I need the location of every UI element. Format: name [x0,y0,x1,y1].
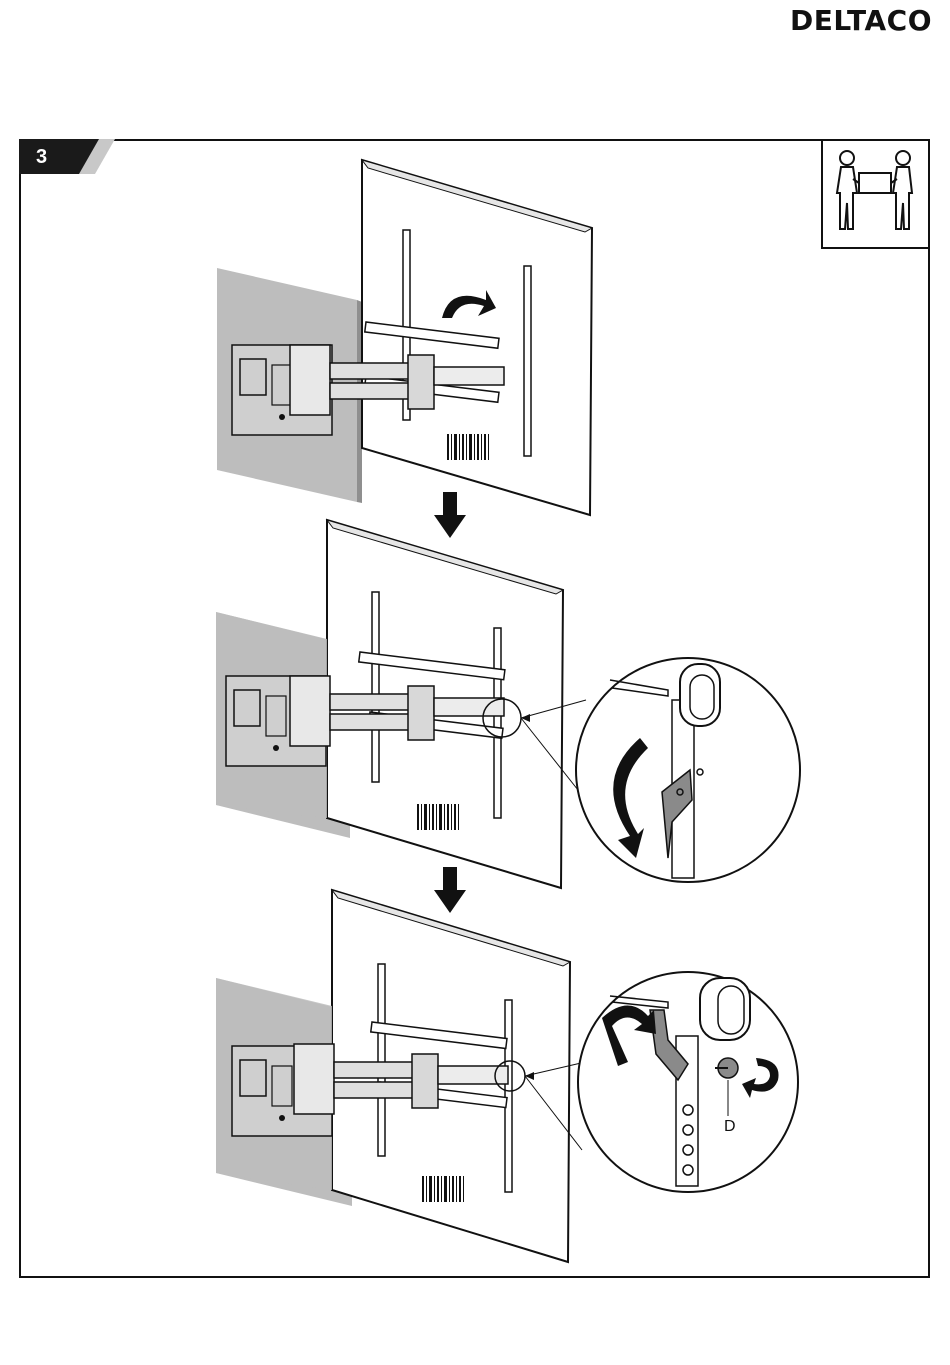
step-illustration-1 [217,160,592,515]
step-illustration-3 [216,890,798,1262]
down-arrow-icon [434,867,466,913]
down-arrow-icon [434,492,466,538]
part-label-d: D [724,1118,744,1136]
step-illustration-2 [216,520,800,888]
